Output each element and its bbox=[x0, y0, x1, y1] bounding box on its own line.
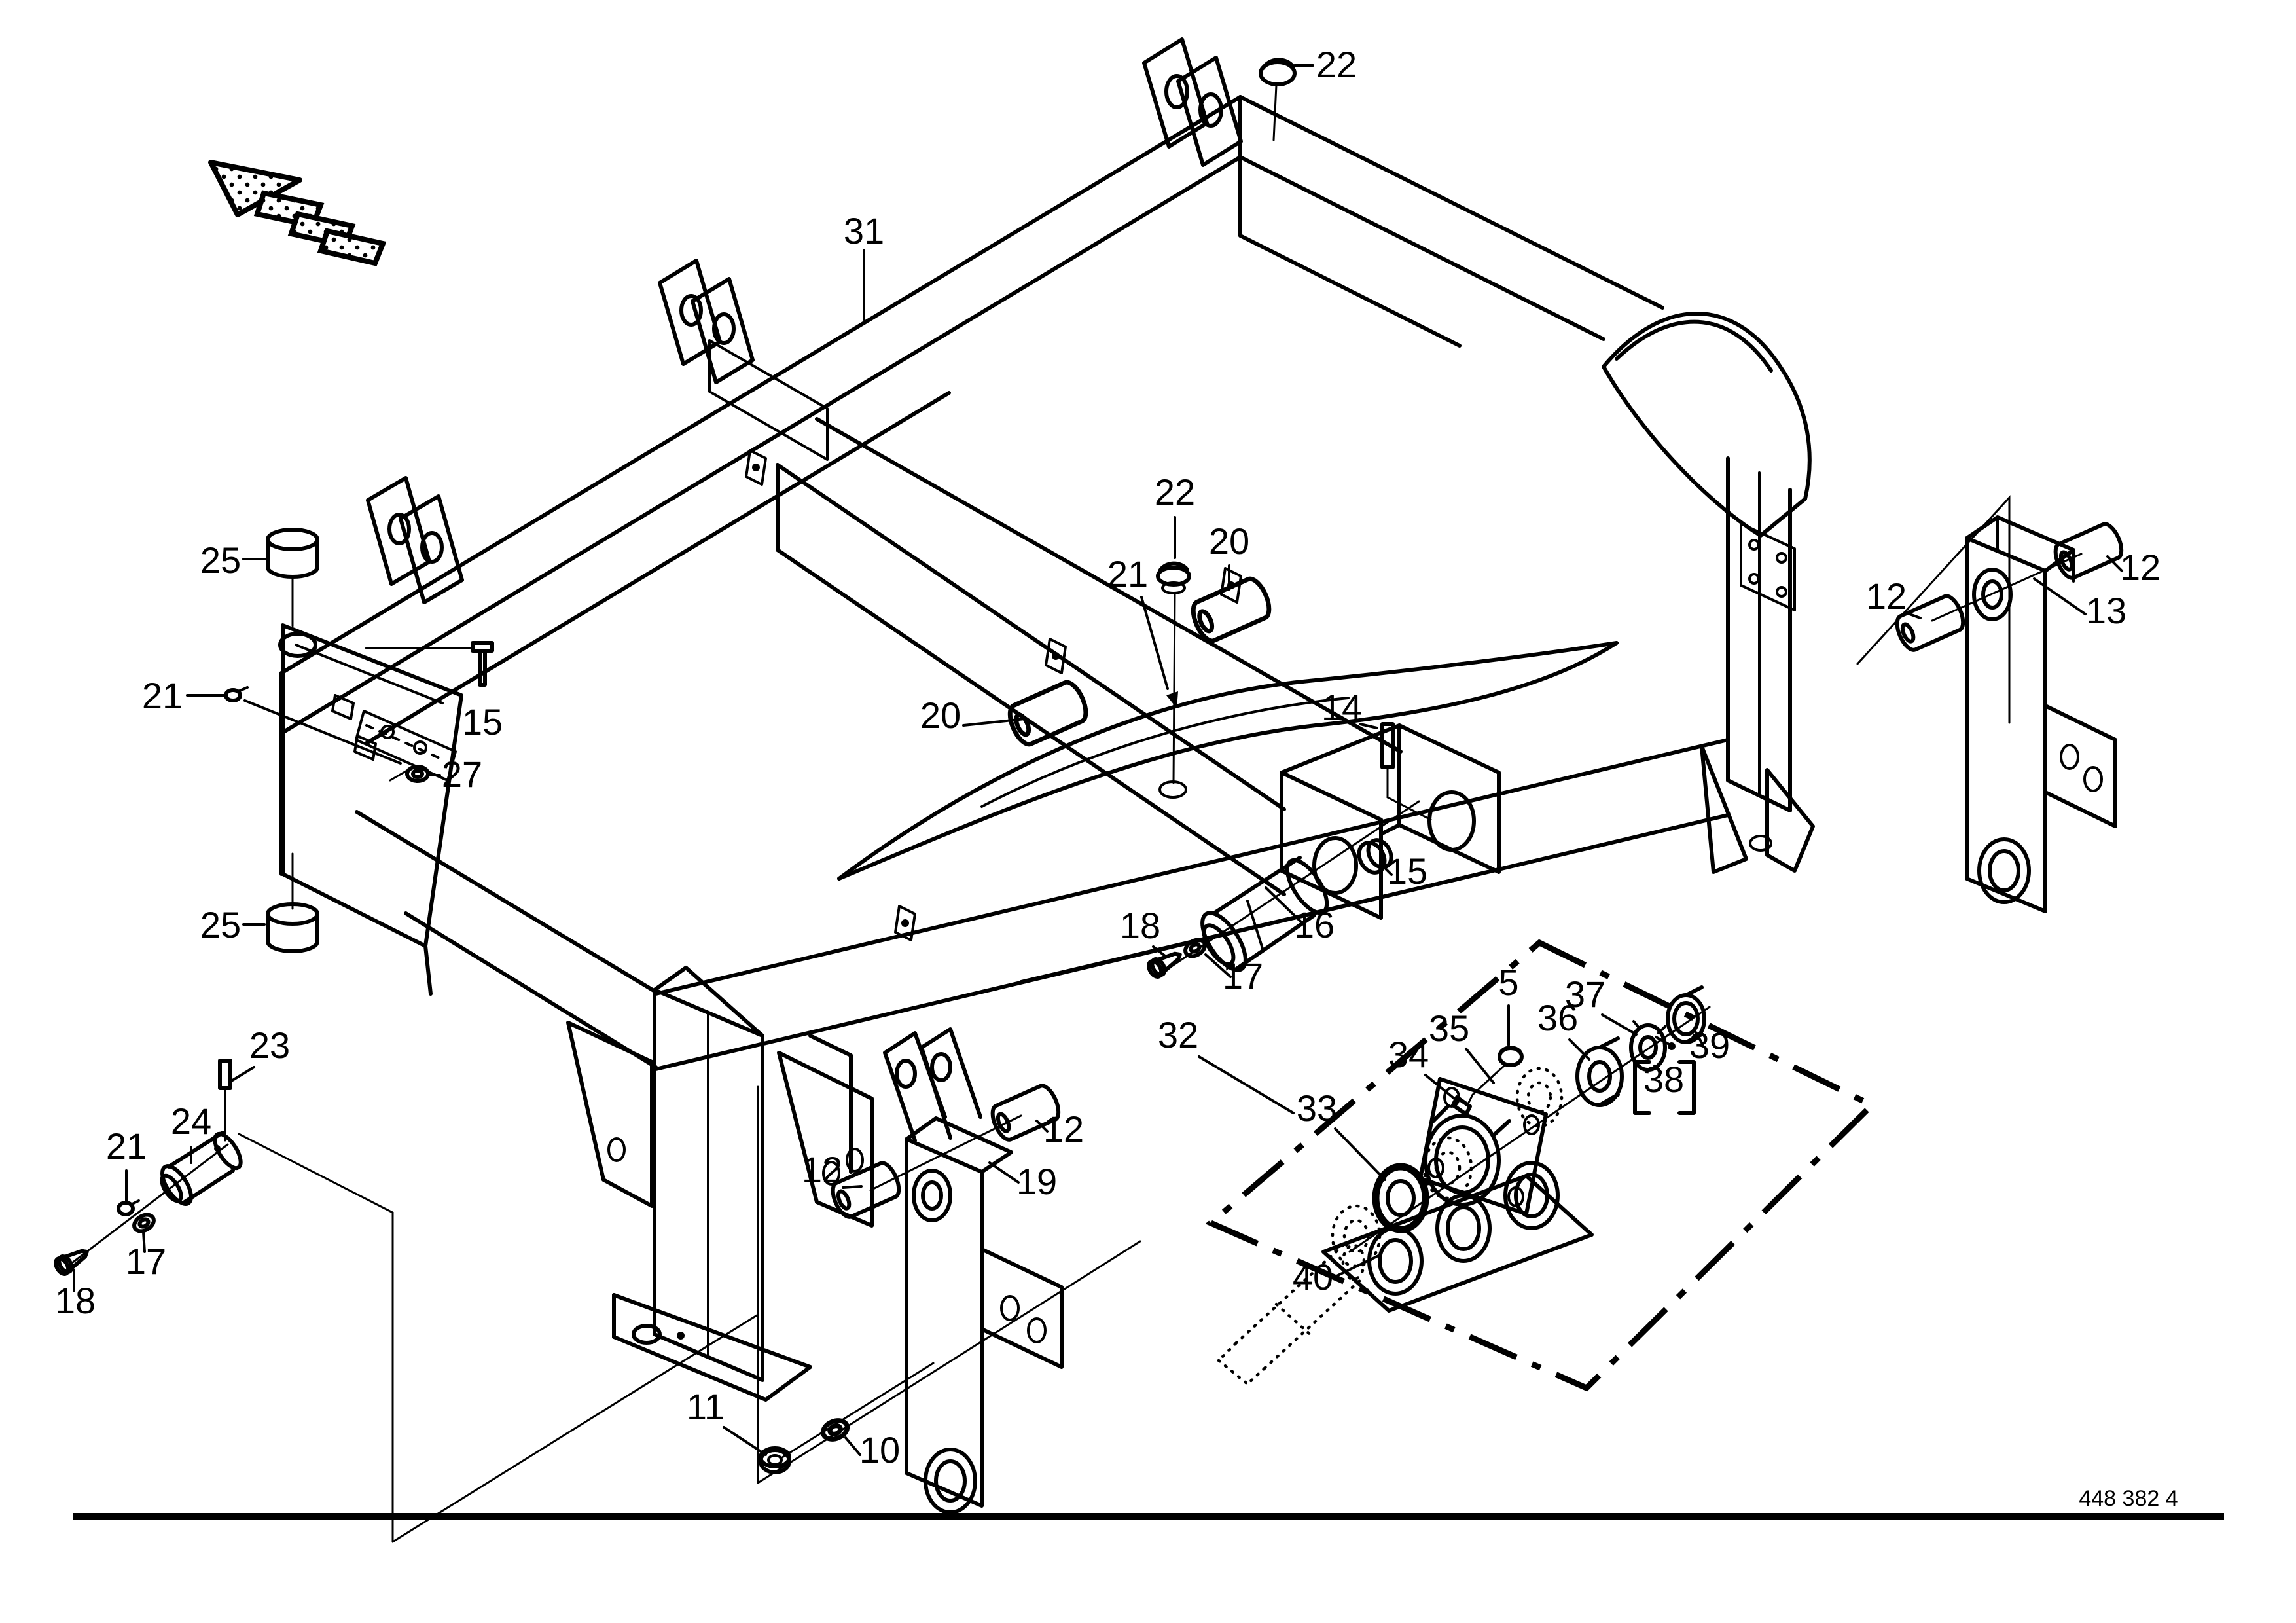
callout-10: 10 bbox=[859, 1429, 900, 1470]
direction-arrow-icon bbox=[208, 160, 387, 266]
lug-bracket-left bbox=[366, 476, 464, 604]
callout-22-mid: 22 bbox=[1155, 471, 1195, 513]
callout-15-right: 15 bbox=[1387, 850, 1427, 892]
pin-24-assembly bbox=[53, 1059, 243, 1276]
lug-bracket-mid bbox=[658, 259, 755, 384]
cylinder-25-bottom bbox=[266, 852, 319, 953]
link-arm-13 bbox=[1893, 515, 2126, 913]
callout-labels: 22 31 25 21 15 27 25 23 24 21 17 18 11 10 12 19 12 20 20 21… bbox=[55, 44, 2161, 1470]
callout-15-left: 15 bbox=[462, 701, 503, 742]
locknut-37 bbox=[1629, 1020, 1667, 1074]
link-arm-19 bbox=[759, 1027, 1063, 1514]
cylinder-25-top bbox=[266, 528, 319, 627]
callout-34: 34 bbox=[1388, 1034, 1429, 1075]
callout-20-left: 20 bbox=[920, 695, 961, 736]
callout-12-mid-right: 12 bbox=[1043, 1108, 1084, 1150]
callout-20-right: 20 bbox=[1209, 520, 1249, 562]
callout-38: 38 bbox=[1643, 1059, 1684, 1100]
callout-12-right-inner: 12 bbox=[1866, 575, 1907, 617]
callout-13: 13 bbox=[2086, 590, 2126, 631]
ring-39 bbox=[1666, 985, 1706, 1044]
nut-5 bbox=[1466, 1046, 1524, 1106]
main-frame bbox=[278, 37, 1815, 1071]
cutaway-lines bbox=[238, 495, 2011, 1543]
cross-member bbox=[776, 417, 1501, 920]
callout-18-mid: 18 bbox=[1120, 905, 1160, 946]
footer: 448 382 4 bbox=[73, 1486, 2224, 1520]
cap-22-top bbox=[1259, 58, 1297, 141]
washer-27 bbox=[389, 767, 428, 781]
callout-25-top: 25 bbox=[200, 539, 241, 581]
callout-35: 35 bbox=[1429, 1008, 1469, 1049]
callout-18-lower-left: 18 bbox=[55, 1280, 96, 1321]
pin-16-assembly bbox=[1146, 722, 1432, 979]
callout-25-bottom: 25 bbox=[200, 904, 241, 945]
callout-40: 40 bbox=[1293, 1256, 1333, 1298]
callout-23: 23 bbox=[249, 1025, 290, 1066]
bearing-36 bbox=[1575, 1036, 1624, 1107]
callout-37: 37 bbox=[1565, 974, 1605, 1015]
cap-22-mid bbox=[1156, 561, 1191, 799]
clevis-bracket bbox=[1280, 723, 1501, 920]
callout-31: 31 bbox=[844, 210, 884, 251]
pin-38-bracket bbox=[1633, 1036, 1696, 1115]
callout-16: 16 bbox=[1294, 904, 1335, 945]
callout-39: 39 bbox=[1689, 1025, 1730, 1066]
callout-5: 5 bbox=[1498, 962, 1518, 1003]
seal-33 bbox=[1372, 1163, 1429, 1233]
callout-32: 32 bbox=[1158, 1014, 1198, 1055]
drawing-number: 448 382 4 bbox=[2079, 1486, 2178, 1511]
callout-17-lower-left: 17 bbox=[126, 1241, 166, 1282]
bearing-assembly-32 bbox=[1205, 939, 1877, 1392]
callout-21-left: 21 bbox=[142, 675, 183, 716]
callout-12-right-outer: 12 bbox=[2120, 547, 2161, 588]
bolt-21-left bbox=[224, 686, 249, 702]
callout-11: 11 bbox=[687, 1386, 725, 1427]
hub-35 bbox=[1418, 1077, 1548, 1216]
callout-24: 24 bbox=[171, 1101, 211, 1142]
seal-plate-40 bbox=[1321, 1161, 1594, 1313]
callout-12-mid-left: 12 bbox=[802, 1149, 842, 1190]
callout-21-lower-left: 21 bbox=[106, 1125, 147, 1167]
lug-bracket-top bbox=[1142, 37, 1243, 167]
callout-22-top: 22 bbox=[1316, 44, 1357, 85]
callout-leaders bbox=[73, 64, 2123, 1456]
front-leg bbox=[566, 966, 874, 1402]
callout-21-mid: 21 bbox=[1107, 553, 1148, 594]
callout-36: 36 bbox=[1537, 997, 1578, 1038]
callout-33: 33 bbox=[1297, 1087, 1337, 1129]
callout-27: 27 bbox=[442, 754, 482, 795]
callout-19: 19 bbox=[1016, 1161, 1057, 1202]
callout-17-mid: 17 bbox=[1223, 955, 1263, 996]
callout-14: 14 bbox=[1321, 687, 1362, 728]
